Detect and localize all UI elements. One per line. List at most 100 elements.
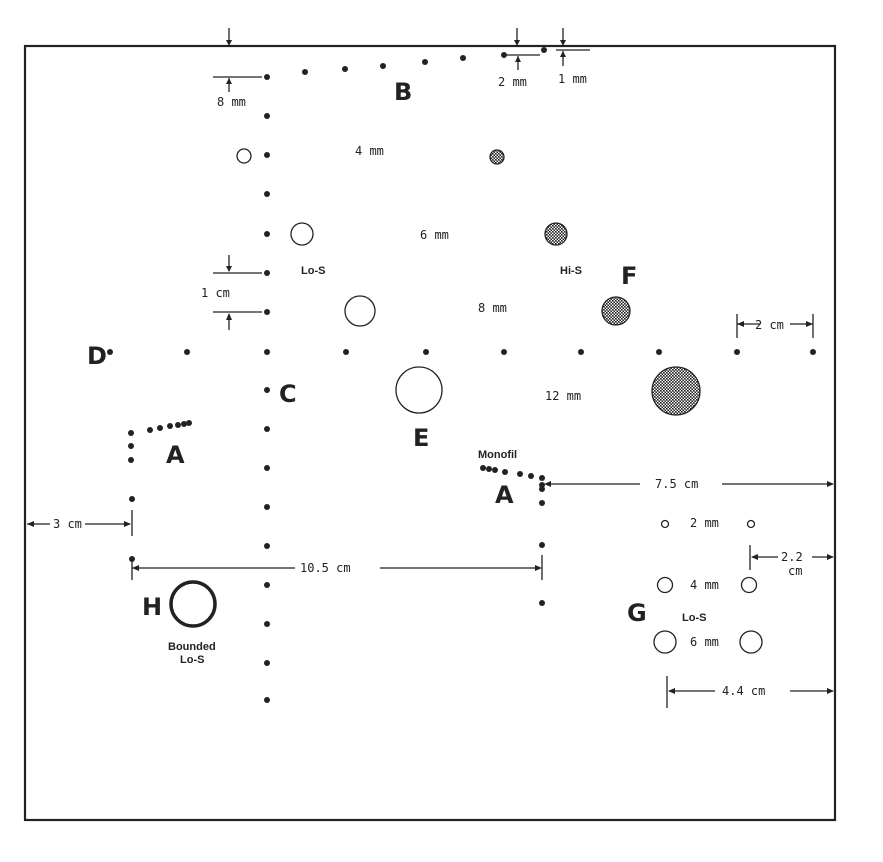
dim-6mm: 6 mm xyxy=(420,228,449,242)
dim-8mm: 8 mm xyxy=(217,95,246,109)
filament-dot xyxy=(157,425,163,431)
filament-dot xyxy=(264,660,270,666)
dim-1mm: 1 mm xyxy=(558,72,587,86)
filament-dot xyxy=(264,465,270,471)
g-target xyxy=(660,519,670,529)
filament-dot xyxy=(264,74,270,80)
filament-dot xyxy=(541,47,547,53)
section-a-label: A xyxy=(166,441,185,469)
filament-dot xyxy=(501,52,507,58)
filament-dot xyxy=(264,309,270,315)
lo-s-target xyxy=(395,366,443,414)
filament-dot xyxy=(539,500,545,506)
filament-dot xyxy=(480,465,486,471)
dim-7-5cm: 7.5 cm xyxy=(655,477,698,491)
filament-dot xyxy=(422,59,428,65)
filament-dot xyxy=(539,475,545,481)
g-target xyxy=(746,519,756,529)
filament-dot xyxy=(264,231,270,237)
filament-dot xyxy=(486,466,492,472)
filament-dot xyxy=(186,420,192,426)
filament-dot xyxy=(107,349,113,355)
lo-s-label: Lo-S xyxy=(301,265,325,277)
dim-8mm-row: 8 mm xyxy=(478,301,507,315)
dim-10-5cm: 10.5 cm xyxy=(300,561,351,575)
filament-dots xyxy=(107,47,816,703)
g-target xyxy=(740,576,758,594)
filament-dot xyxy=(810,349,816,355)
filament-dot xyxy=(502,469,508,475)
filament-dot xyxy=(175,422,181,428)
filament-dot xyxy=(380,63,386,69)
dim-g-6mm: 6 mm xyxy=(690,635,719,649)
g-target xyxy=(739,630,763,654)
filament-dot xyxy=(656,349,662,355)
g-target xyxy=(653,630,677,654)
filament-dot xyxy=(129,496,135,502)
section-e-label: E xyxy=(413,424,429,452)
filament-dot xyxy=(264,387,270,393)
filament-dot xyxy=(423,349,429,355)
lo-s-target xyxy=(236,148,252,164)
filament-dot xyxy=(539,486,545,492)
dim-4-4cm: 4.4 cm xyxy=(722,684,765,698)
filament-dot xyxy=(128,443,134,449)
section-a-monofil-label: A xyxy=(495,481,514,509)
filament-dot xyxy=(264,543,270,549)
filament-dot xyxy=(184,349,190,355)
section-c-label: C xyxy=(279,380,297,408)
bounded-lo-s-label: Lo-S xyxy=(180,654,204,666)
section-b-label: B xyxy=(394,78,412,106)
bounded-label: Bounded xyxy=(168,641,216,653)
hi-s-label: Hi-S xyxy=(560,265,582,277)
filament-dot xyxy=(264,426,270,432)
filament-dot xyxy=(501,349,507,355)
hi-s-target xyxy=(651,366,701,416)
filament-dot xyxy=(264,349,270,355)
filament-dot xyxy=(264,697,270,703)
filament-dot xyxy=(264,504,270,510)
dim-2-2: 2.2 xyxy=(781,550,803,564)
bounded-lo-s-target xyxy=(169,580,217,628)
filament-dot xyxy=(264,270,270,276)
dim-4mm: 4 mm xyxy=(355,144,384,158)
section-f-label: F xyxy=(621,262,637,290)
filament-dot xyxy=(343,349,349,355)
monofil-label: Monofil xyxy=(478,449,517,461)
filament-dot xyxy=(264,191,270,197)
hi-s-target xyxy=(601,296,631,326)
filament-dot xyxy=(539,542,545,548)
filament-dot xyxy=(167,423,173,429)
dim-g-2mm: 2 mm xyxy=(690,516,719,530)
section-g-label: G xyxy=(627,599,647,627)
dim-g-4mm: 4 mm xyxy=(690,578,719,592)
filament-dot xyxy=(734,349,740,355)
filament-dot xyxy=(578,349,584,355)
hi-s-targets xyxy=(489,149,701,416)
section-d-label: D xyxy=(87,342,107,370)
filament-dot xyxy=(342,66,348,72)
phantom-border xyxy=(23,44,837,822)
filament-dot xyxy=(181,421,187,427)
filament-dot xyxy=(517,471,523,477)
filament-dot xyxy=(264,582,270,588)
filament-dot xyxy=(264,621,270,627)
filament-dot xyxy=(539,600,545,606)
dim-2-2-unit: cm xyxy=(788,564,802,578)
filament-dot xyxy=(128,457,134,463)
filament-dot xyxy=(528,473,534,479)
dim-12mm: 12 mm xyxy=(545,389,581,403)
lo-s-target xyxy=(290,222,314,246)
filament-dot xyxy=(460,55,466,61)
filament-dot xyxy=(264,113,270,119)
lo-s-target xyxy=(344,295,376,327)
filament-dot xyxy=(264,152,270,158)
dim-2mm: 2 mm xyxy=(498,75,527,89)
hi-s-target xyxy=(544,222,568,246)
dim-2cm: 2 cm xyxy=(755,318,784,332)
hi-s-target xyxy=(489,149,505,165)
filament-dot xyxy=(302,69,308,75)
filament-dot xyxy=(492,467,498,473)
filament-dot xyxy=(128,430,134,436)
